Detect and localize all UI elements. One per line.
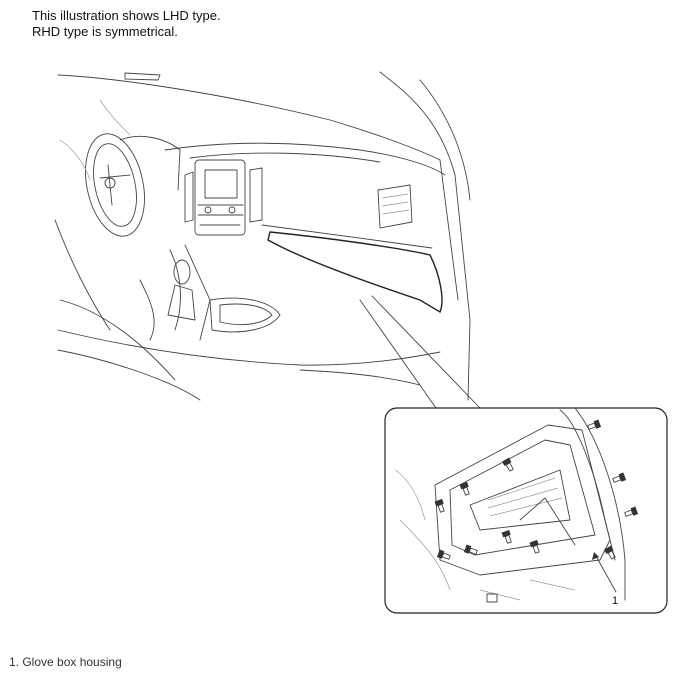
figure-caption: 1. Glove box housing xyxy=(9,655,122,669)
glove-box-detail-inset: 1 xyxy=(384,407,668,614)
callout-1-label: 1 xyxy=(612,595,618,607)
detail-leader-lines xyxy=(359,295,481,409)
car-interior-drawing xyxy=(54,71,471,401)
callout-leader xyxy=(595,555,617,593)
illustration-note: This illustration shows LHD type. RHD ty… xyxy=(32,8,221,40)
lhd-note: This illustration shows LHD type. xyxy=(32,8,221,23)
screw-icon xyxy=(434,419,639,560)
rhd-note: RHD type is symmetrical. xyxy=(32,24,178,39)
